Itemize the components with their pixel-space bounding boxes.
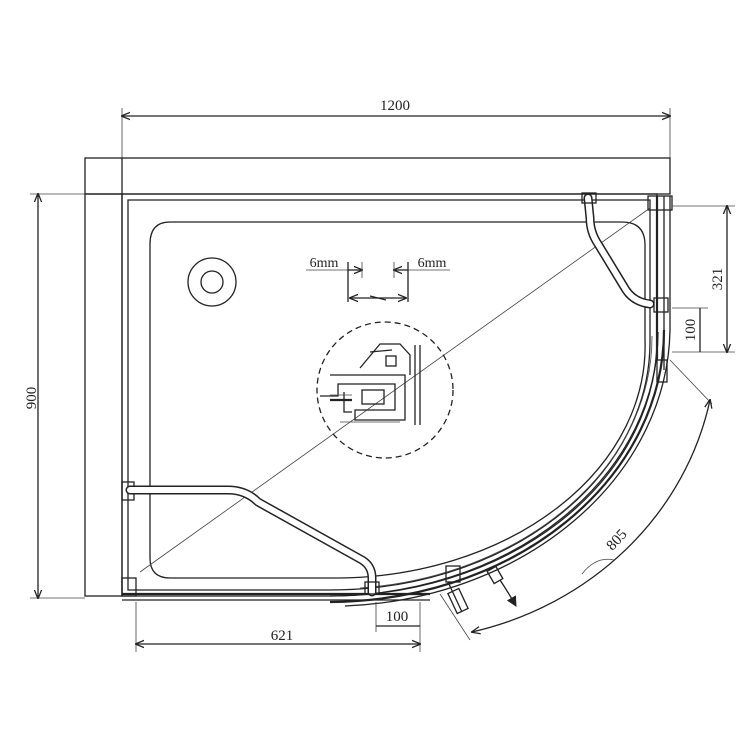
left-wall — [84, 193, 123, 597]
drain-icon — [187, 257, 237, 307]
dimension-top-width: 1200 — [122, 98, 670, 190]
dim-label-100-bottom: 100 — [386, 609, 409, 625]
bottom-frame — [121, 481, 430, 601]
door-swing-arrow — [499, 558, 615, 607]
left-support-bar — [125, 485, 380, 597]
right-frame — [647, 195, 673, 383]
back-wall — [84, 157, 671, 195]
dim-label-900: 900 — [24, 387, 40, 410]
gap-annotation: 6mm 6mm — [306, 256, 450, 302]
dim-label-321: 321 — [710, 268, 726, 291]
dim-label-100-right: 100 — [683, 319, 699, 342]
curved-door — [329, 329, 671, 607]
profile-detail-circle — [316, 321, 454, 459]
dim-label-621: 621 — [271, 628, 294, 644]
shower-tray — [121, 193, 658, 597]
dimension-right: 321 100 — [672, 206, 735, 352]
door-handle-icon — [445, 565, 504, 615]
dimension-bottom: 621 100 — [136, 602, 420, 652]
dim-label-805: 805 — [604, 527, 631, 554]
right-support-bar — [581, 192, 655, 309]
gap-label-left: 6mm — [310, 256, 339, 271]
dim-label-1200: 1200 — [380, 98, 410, 114]
dimension-left-height: 900 — [24, 194, 85, 598]
gap-label-right: 6mm — [418, 256, 447, 271]
